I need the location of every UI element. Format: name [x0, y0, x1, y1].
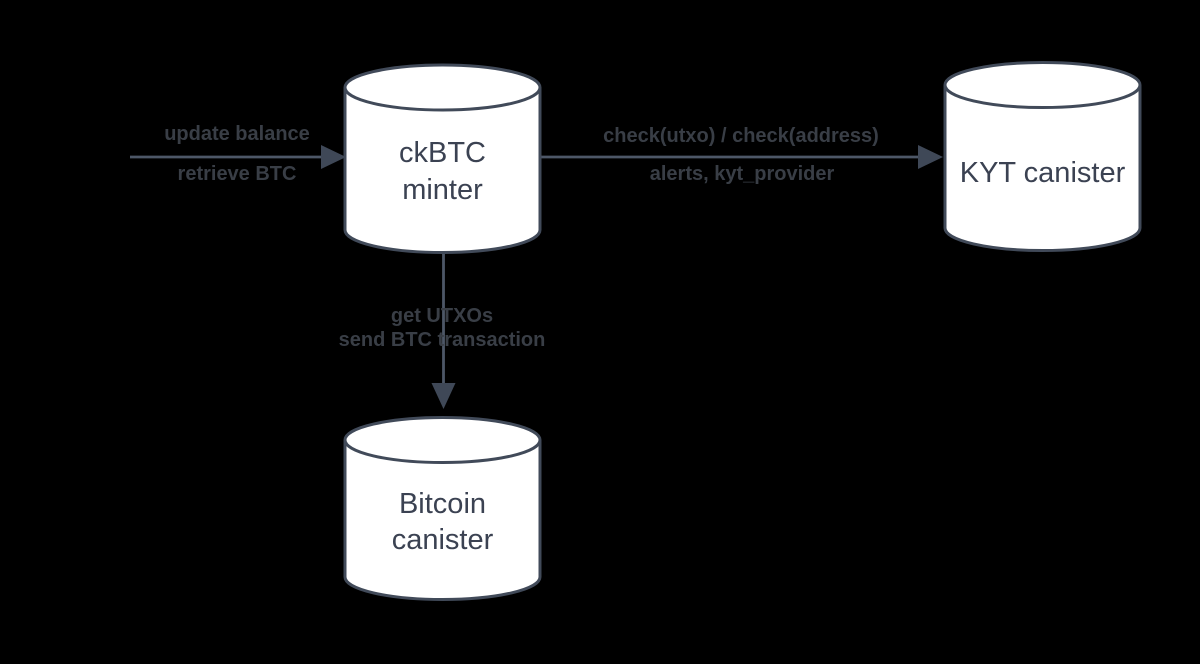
node-kyt-canister: [943, 61, 1142, 252]
ckbtc-minter-label-line1: ckBTC: [399, 137, 486, 169]
kyt-canister-label: KYT canister: [959, 157, 1126, 189]
node-bitcoin-canister: [343, 416, 542, 601]
node-ckbtc-minter: [343, 63, 542, 254]
edge-get-utxos: [431, 252, 456, 409]
edge-check-kyt: [540, 145, 943, 169]
edge-update-balance-arrowhead: [321, 145, 346, 169]
bitcoin-canister-cylinder-top: [343, 416, 542, 464]
kyt-canister-cylinder-body: [943, 85, 1142, 252]
ckbtc-minter-cylinder-top: [343, 63, 542, 112]
label-update-balance: update balance: [164, 123, 310, 145]
ckbtc-minter-label: ckBTC minter: [345, 135, 540, 209]
ckbtc-minter-cylinder-body: [343, 87, 542, 254]
bitcoin-canister-label-line1: Bitcoin: [398, 488, 487, 520]
label-get-utxos: get UTXOs: [390, 305, 494, 327]
kyt-canister-cylinder-top: [943, 61, 1142, 109]
ckbtc-minter-label-line2: minter: [402, 174, 483, 206]
bitcoin-canister-label-line2: canister: [391, 524, 494, 556]
label-check-utxo-address: check(utxo) / check(address): [603, 125, 879, 147]
bitcoin-canister-label: Bitcoin canister: [345, 486, 540, 558]
label-retrieve-btc: retrieve BTC: [177, 163, 297, 185]
bitcoin-canister-cylinder-body: [343, 440, 542, 601]
edge-get-utxos-arrowhead: [431, 383, 456, 409]
edge-update-balance: [130, 145, 346, 169]
label-send-btc-transaction: send BTC transaction: [338, 329, 546, 351]
label-alerts-kyt-provider: alerts, kyt_provider: [649, 163, 835, 185]
edge-check-kyt-arrowhead: [918, 145, 943, 169]
